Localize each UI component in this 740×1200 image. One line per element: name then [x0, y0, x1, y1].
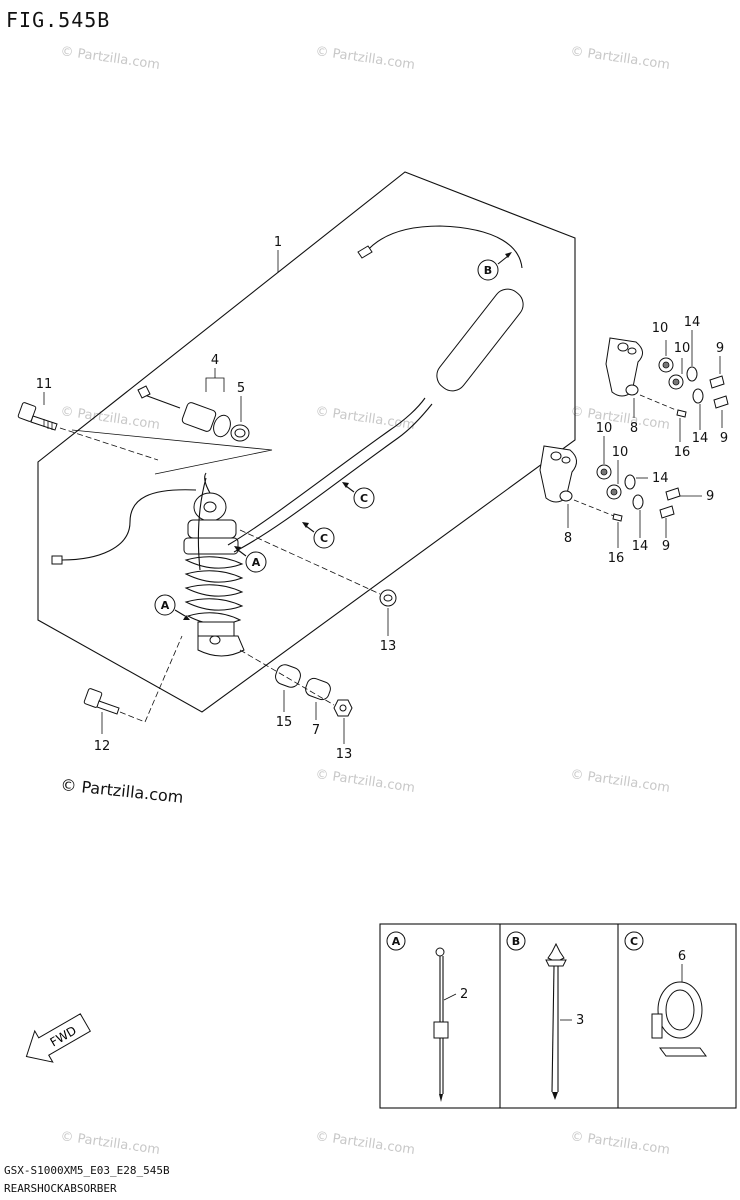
svg-text:C: C: [360, 492, 368, 505]
part-9-bolt-d: [659, 505, 675, 519]
callout-13b: 13: [336, 747, 353, 762]
part-10-nut-b: [668, 374, 684, 390]
svg-text:A: A: [392, 935, 401, 948]
part-14-washer-b: [692, 388, 704, 404]
callout-9a: 9: [716, 341, 724, 356]
marker-a-main-left: A: [154, 594, 190, 620]
inset-panel-b: B 3: [506, 931, 584, 1100]
part-14-washer-a: [686, 366, 698, 382]
assembly-boundary: [37, 171, 576, 713]
callout-14a: 14: [684, 315, 701, 330]
callout-3: 3: [576, 1013, 584, 1028]
part-10-nut-c: [596, 464, 612, 480]
callout-10d: 10: [612, 445, 629, 460]
watermark: © Partzilla.com: [314, 404, 415, 433]
marker-c-main-upper: C: [342, 482, 375, 509]
svg-text:B: B: [512, 935, 520, 948]
watermark: © Partzilla.com: [569, 1129, 670, 1158]
callout-8a: 8: [630, 421, 638, 436]
watermark: © Partzilla.com: [314, 767, 415, 796]
marker-a-main-right: A: [234, 546, 267, 573]
callout-6: 6: [678, 949, 686, 964]
watermark: © Partzilla.com: [59, 404, 160, 433]
svg-text:A: A: [161, 599, 170, 612]
watermark: © Partzilla.com: [569, 44, 670, 73]
bolt-12: [83, 688, 120, 715]
part-10-nut-d: [606, 484, 622, 500]
axis-13a: [239, 529, 381, 595]
callout-12: 12: [94, 739, 111, 754]
callout-4: 4: [211, 353, 219, 368]
bolt-11: [17, 402, 58, 431]
svg-text:B: B: [484, 264, 492, 277]
axis-11: [59, 427, 159, 461]
watermark: © Partzilla.com: [314, 1129, 415, 1158]
part-9-bolt-a: [709, 375, 725, 389]
callout-14b: 14: [692, 431, 709, 446]
part-7-spacer: [305, 677, 331, 701]
callout-16a: 16: [674, 445, 691, 460]
watermark: © Partzilla.com: [569, 767, 670, 796]
watermark: © Partzilla.com: [314, 44, 415, 73]
marker-b-main: B: [477, 252, 512, 281]
callout-10b: 10: [674, 341, 691, 356]
part-16-screw-b: [612, 513, 623, 522]
part-4-sensor: [137, 385, 231, 438]
callout-2: 2: [460, 987, 468, 1002]
axis-8b: [573, 499, 615, 517]
bracket-4: [205, 377, 225, 392]
watermark: © Partzilla.com: [569, 404, 670, 433]
inset-panel-c: C 6: [624, 931, 707, 1057]
part-5-clip: [230, 424, 250, 442]
inset-panel-a: A 2: [386, 931, 468, 1102]
callout-10c: 10: [596, 421, 613, 436]
callout-9b: 9: [720, 431, 728, 446]
callout-11: 11: [36, 377, 53, 392]
part-13-collar: [379, 589, 397, 607]
part-14-washer-d: [632, 494, 644, 510]
fwd-arrow: FWD: [25, 1013, 91, 1063]
part-13-nut: [333, 699, 353, 717]
part-9-bolt-b: [713, 395, 729, 409]
axis-13b: [239, 649, 335, 706]
copyright-text: © Partzilla.com: [60, 775, 185, 807]
callout-9c: 9: [706, 489, 714, 504]
callout-8b: 8: [564, 531, 572, 546]
callout-9d: 9: [662, 539, 670, 554]
callout-5: 5: [237, 381, 245, 396]
inset-table: A 2 B 3 C: [379, 923, 737, 1109]
callout-16b: 16: [608, 551, 625, 566]
part-16-screw-a: [676, 409, 687, 418]
footer-name: REARSHOCKABSORBER: [4, 1182, 117, 1195]
callout-14d: 14: [632, 539, 649, 554]
rear-shock-absorber: [51, 225, 524, 657]
figure-title: FIG.545B: [6, 8, 110, 32]
callout-10a: 10: [652, 321, 669, 336]
marker-c-main-lower: C: [302, 522, 335, 549]
watermark-group: © Partzilla.com © Partzilla.com © Partzi…: [59, 44, 670, 1158]
bracket-8-lower: [539, 445, 577, 503]
callout-15: 15: [276, 715, 293, 730]
svg-text:C: C: [320, 532, 328, 545]
axis-12: [119, 635, 183, 723]
watermark: © Partzilla.com: [59, 44, 160, 73]
callout-14c: 14: [652, 471, 669, 486]
part-15-bushing: [275, 664, 301, 688]
part-9-bolt-c: [665, 487, 681, 501]
part-10-nut-a: [658, 357, 674, 373]
svg-text:C: C: [630, 935, 638, 948]
callout-13a: 13: [380, 639, 397, 654]
subframe-4-5: [71, 429, 273, 475]
svg-text:A: A: [252, 556, 261, 569]
watermark: © Partzilla.com: [59, 1129, 160, 1158]
part-14-washer-c: [624, 474, 636, 490]
axis-8a: [639, 394, 677, 411]
footer-code: GSX-S1000XM5_E03_E28_545B: [4, 1164, 170, 1177]
bracket-8-upper: [605, 337, 643, 397]
callout-7: 7: [312, 723, 320, 738]
callout-1: 1: [274, 235, 282, 250]
